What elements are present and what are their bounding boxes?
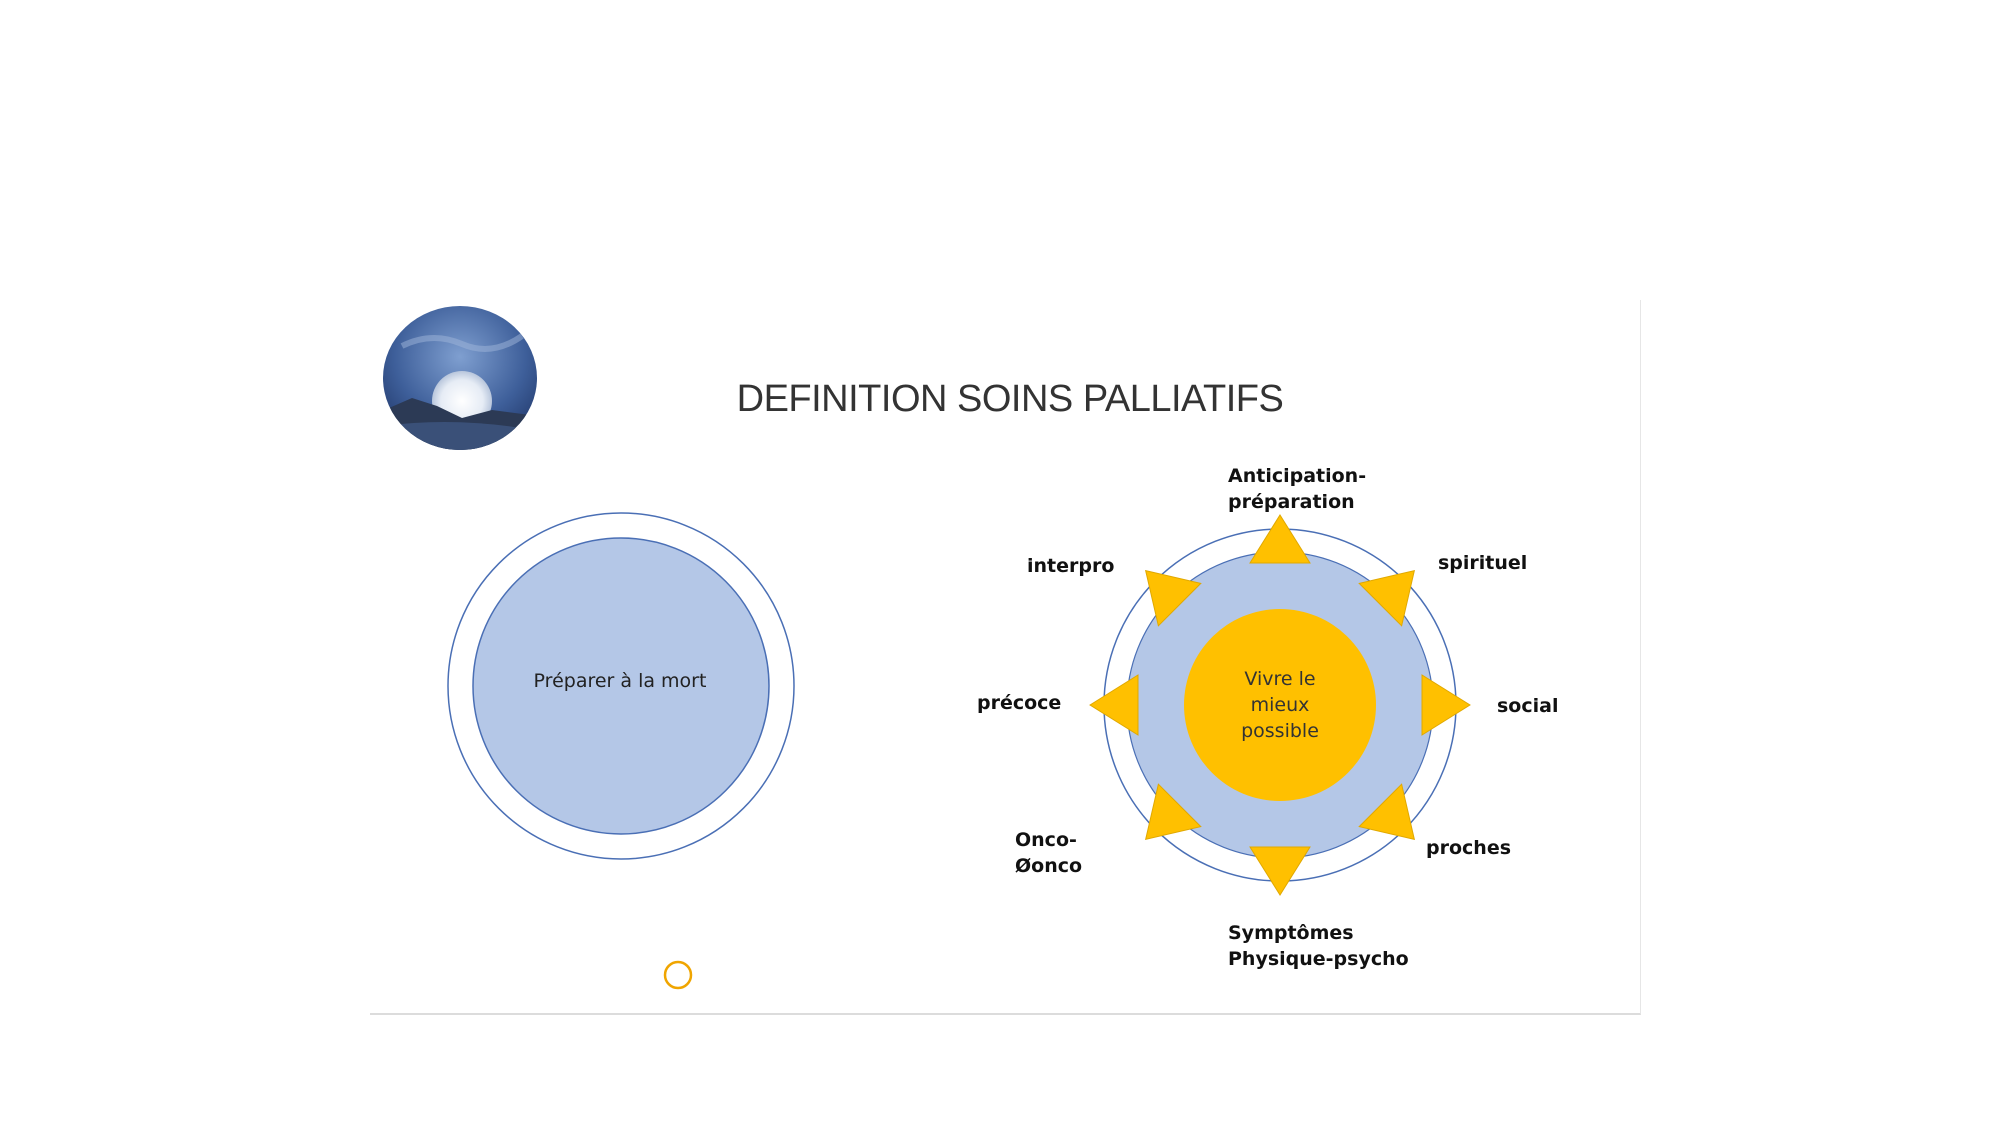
label-precoce: précoce <box>977 692 1062 714</box>
center-label-line: possible <box>1241 720 1319 742</box>
label-line: Symptômes <box>1228 922 1354 944</box>
sun-ray-icon <box>1144 783 1202 841</box>
label-symptomes: Symptômes Physique-psycho <box>1228 920 1409 972</box>
sun-ray-icon <box>1421 674 1471 736</box>
label-line: Onco- <box>1015 829 1077 851</box>
sun-ray-icon <box>1249 514 1311 564</box>
moon-photo-icon <box>383 306 537 450</box>
center-label-line: Vivre le <box>1244 668 1316 690</box>
sun-ray-icon <box>1358 783 1416 841</box>
label-line: Øonco <box>1015 855 1083 877</box>
sun-ray-icon <box>1144 569 1202 627</box>
center-label: Vivre le mieux possible <box>1180 666 1380 744</box>
label-line: Physique-psycho <box>1228 948 1409 970</box>
page-title: DEFINITION SOINS PALLIATIFS <box>736 378 1284 420</box>
label-spirituel: spirituel <box>1438 552 1528 574</box>
left-circle-label: Préparer à la mort <box>533 670 707 692</box>
label-onco: Onco- Øonco <box>1015 827 1082 879</box>
left-circle-diagram <box>447 512 795 860</box>
center-label-line: mieux <box>1250 694 1310 716</box>
label-proches: proches <box>1426 837 1512 859</box>
label-line: Anticipation- <box>1228 465 1367 487</box>
sun-ray-icon <box>1358 569 1416 627</box>
orange-ring-icon <box>663 960 693 990</box>
sun-ray-icon <box>1089 674 1139 736</box>
label-interpro: interpro <box>1027 555 1115 577</box>
label-anticipation: Anticipation- préparation <box>1228 463 1366 515</box>
label-social: social <box>1497 695 1559 717</box>
sun-diagram <box>1089 514 1471 896</box>
sun-ray-icon <box>1249 846 1311 896</box>
label-line: préparation <box>1228 491 1355 513</box>
